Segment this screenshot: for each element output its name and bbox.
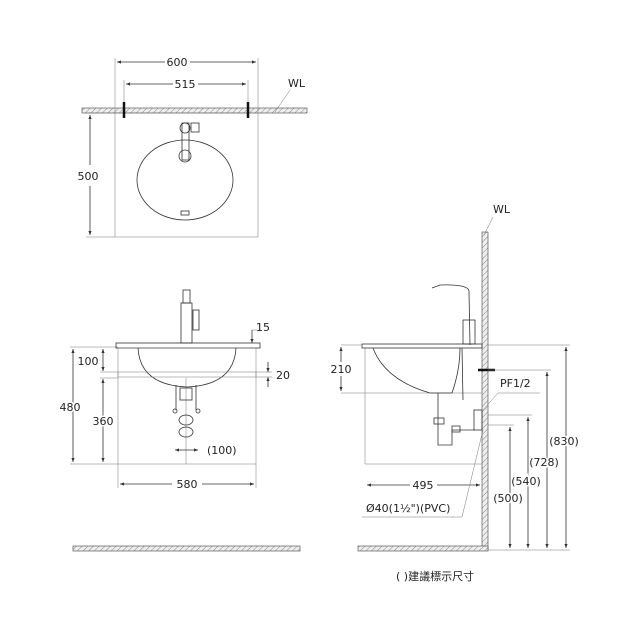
faucet-spout	[181, 122, 190, 161]
basin-bowl	[136, 139, 234, 221]
dim-drain-spacing: (100)	[207, 444, 237, 457]
dim-495: 495	[413, 479, 434, 492]
floor	[72, 545, 301, 552]
wall-band	[81, 107, 308, 114]
dim-15: 15	[256, 321, 270, 334]
dim-480: 480	[60, 401, 81, 414]
drain-pipe	[437, 393, 475, 446]
trap	[178, 414, 194, 426]
basin-bowl	[372, 347, 461, 394]
drain-pipe-label: Ø40(1½")(PVC)	[366, 502, 450, 515]
floor	[357, 545, 489, 552]
cabinet	[117, 347, 257, 465]
dim-580: 580	[177, 478, 198, 491]
faucet	[431, 284, 471, 346]
dim-360: 360	[93, 415, 114, 428]
top-view: 600 515 WL 500	[78, 56, 308, 238]
dim-728: (728)	[529, 456, 559, 469]
rail	[117, 371, 257, 378]
dim-830: (830)	[549, 435, 579, 448]
dim-500: 500	[78, 170, 99, 183]
dim-540: (540)	[511, 475, 541, 488]
side-view: WL 210 PF1/2 495 Ø40(1½")(PVC) (830) (72…	[331, 203, 580, 552]
faucet	[180, 302, 193, 344]
countertop	[361, 343, 483, 349]
dim-515: 515	[175, 78, 196, 91]
countertop	[115, 342, 261, 349]
supply-label: PF1/2	[500, 377, 531, 390]
dim-20: 20	[276, 369, 290, 382]
wall-label: WL	[493, 203, 511, 216]
wall-label: WL	[288, 77, 306, 90]
dim-500: (500)	[493, 492, 523, 505]
footnote: ( )建議標示尺寸	[396, 569, 474, 583]
countertop-outline	[114, 112, 259, 238]
basin-bowl	[137, 347, 237, 388]
front-view: (100) 15 20 480 100 360 580	[58, 289, 301, 552]
dim-210: 210	[331, 363, 352, 376]
dim-100: 100	[78, 355, 99, 368]
drain	[180, 210, 190, 216]
wall	[481, 231, 489, 551]
dim-600: 600	[167, 56, 188, 69]
